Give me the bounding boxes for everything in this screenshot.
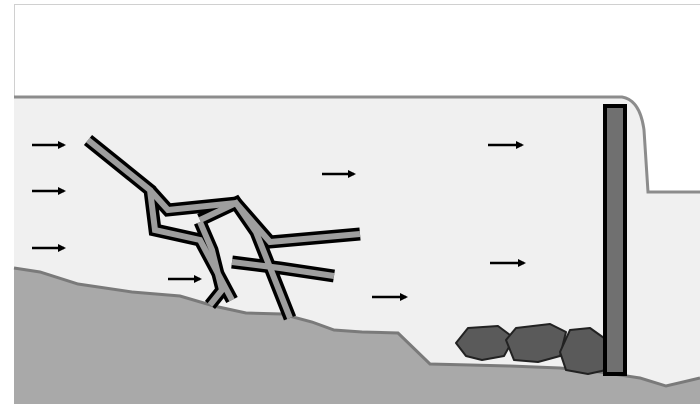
boulder-1	[456, 326, 514, 360]
vertical-post	[605, 106, 625, 374]
boulder-2	[506, 324, 566, 362]
boulder-3	[560, 328, 606, 374]
